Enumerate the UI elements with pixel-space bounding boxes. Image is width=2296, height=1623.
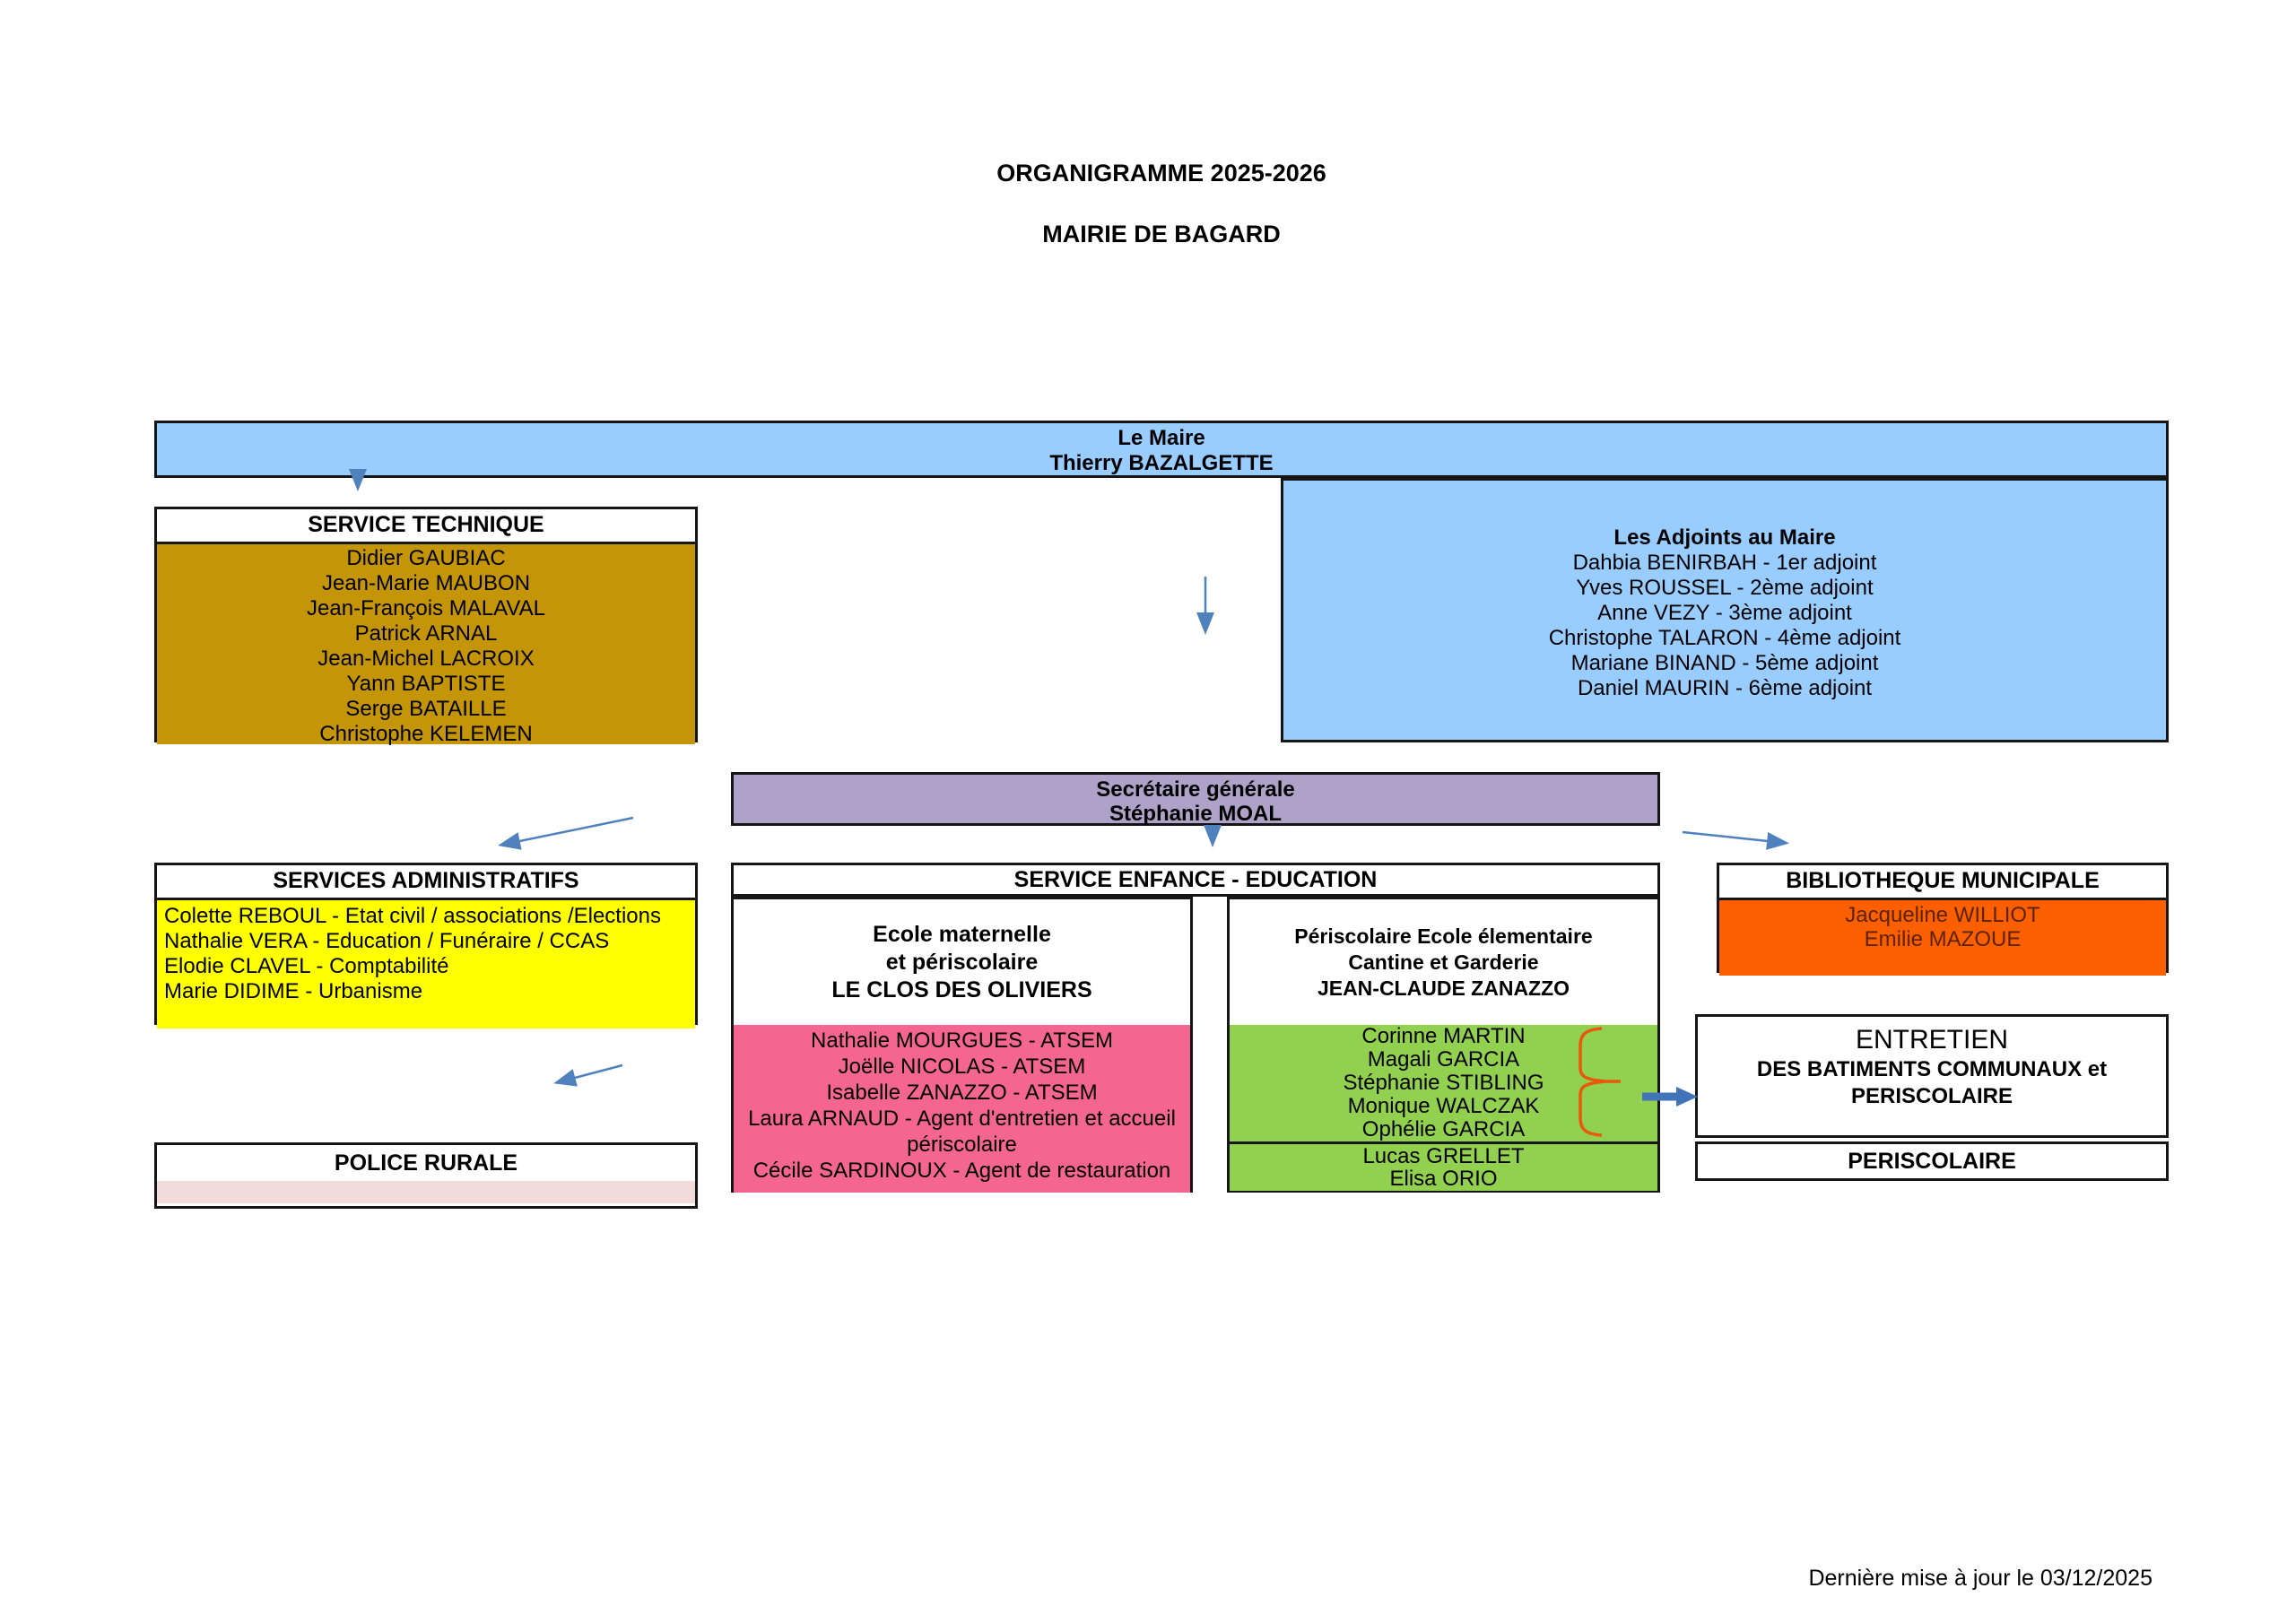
- adjoints-title: Les Adjoints au Maire: [1613, 525, 1836, 550]
- police-rurale-box: POLICE RURALE: [154, 1142, 698, 1209]
- member: Lucas GRELLET: [1362, 1144, 1525, 1168]
- member: Yves ROUSSEL - 2ème adjoint: [1576, 576, 1874, 600]
- heading-line: Ecole maternelle: [873, 921, 1051, 947]
- entretien-line1: ENTRETIEN: [1855, 1025, 2008, 1055]
- service-technique-members: Didier GAUBIAC Jean-Marie MAUBON Jean-Fr…: [157, 544, 695, 746]
- heading-line: JEAN-CLAUDE ZANAZZO: [1317, 976, 1570, 1000]
- entretien-box: ENTRETIEN DES BATIMENTS COMMUNAUX et PER…: [1695, 1014, 2169, 1138]
- secretaire-name: Stéphanie MOAL: [1109, 802, 1282, 826]
- entretien-line3: PERISCOLAIRE: [1850, 1084, 2013, 1108]
- diagonal-arrow-icon: [1682, 830, 1789, 850]
- page-subtitle: MAIRIE DE BAGARD: [1042, 221, 1281, 247]
- maire-box: Le Maire Thierry BAZALGETTE: [154, 421, 2169, 478]
- periscolaire-elementaire-box: Périscolaire Ecole élementaire Cantine e…: [1227, 897, 1660, 1193]
- member: Dahbia BENIRBAH - 1er adjoint: [1572, 551, 1877, 575]
- diagonal-arrow-icon: [498, 816, 634, 850]
- member: Jacqueline WILLIOT: [1845, 903, 2040, 927]
- police-rurale-title: POLICE RURALE: [334, 1150, 518, 1176]
- periscolaire-members: Corinne MARTIN Magali GARCIA Stéphanie S…: [1230, 1025, 1657, 1144]
- ecole-maternelle-box: Ecole maternelle et périscolaire LE CLOS…: [731, 897, 1193, 1193]
- bibliotheque-title: BIBLIOTHEQUE MUNICIPALE: [1719, 865, 2166, 900]
- member: Yann BAPTISTE: [346, 672, 506, 696]
- member: Daniel MAURIN - 6ème adjoint: [1577, 676, 1873, 700]
- police-rurale-strip: [157, 1181, 695, 1203]
- bibliotheque-box: BIBLIOTHEQUE MUNICIPALE Jacqueline WILLI…: [1717, 863, 2169, 976]
- periscolaire-secondary-box: PERISCOLAIRE: [1695, 1141, 2169, 1181]
- secretaire-box: Secrétaire générale Stéphanie MOAL: [731, 772, 1660, 826]
- service-technique-title: SERVICE TECHNIQUE: [157, 509, 695, 544]
- member: Nathalie VERA - Education / Funéraire / …: [164, 929, 610, 953]
- periscolaire-heading: Périscolaire Ecole élementaire Cantine e…: [1230, 899, 1657, 1025]
- member: Christophe TALARON - 4ème adjoint: [1548, 626, 1901, 650]
- member: Stéphanie STIBLING: [1343, 1071, 1544, 1095]
- secretaire-title: Secrétaire générale: [1096, 777, 1295, 802]
- diagonal-arrow-icon: [553, 1063, 623, 1087]
- maire-name: Thierry BAZALGETTE: [1049, 451, 1274, 475]
- member: Nathalie MOURGUES - ATSEM: [811, 1028, 1113, 1053]
- last-updated-text: Dernière mise à jour le 03/12/2025: [1808, 1566, 2152, 1591]
- member: Patrick ARNAL: [354, 621, 498, 646]
- service-enfance-header: SERVICE ENFANCE - EDUCATION: [731, 863, 1660, 897]
- member: Serge BATAILLE: [345, 697, 507, 721]
- ecole-maternelle-members: Nathalie MOURGUES - ATSEM Joëlle NICOLAS…: [734, 1025, 1190, 1193]
- member: Corinne MARTIN: [1361, 1024, 1526, 1048]
- member: Didier GAUBIAC: [346, 546, 506, 570]
- adjoints-box: Les Adjoints au Maire Dahbia BENIRBAH - …: [1281, 478, 2169, 742]
- member: Cécile SARDINOUX - Agent de restauration: [752, 1159, 1171, 1183]
- member: Magali GARCIA: [1367, 1047, 1520, 1072]
- member: Marie DIDIME - Urbanisme: [164, 979, 423, 1003]
- member: Christophe KELEMEN: [319, 722, 533, 746]
- member: Mariane BINAND - 5ème adjoint: [1570, 651, 1879, 675]
- periscolaire-members-secondary: Lucas GRELLET Elisa ORIO: [1230, 1144, 1657, 1191]
- services-administratifs-members: Colette REBOUL - Etat civil / associatio…: [157, 900, 695, 1028]
- member: Emilie MAZOUE: [1864, 927, 2022, 951]
- service-technique-box: SERVICE TECHNIQUE Didier GAUBIAC Jean-Ma…: [154, 507, 698, 746]
- member: Ophélie GARCIA: [1361, 1117, 1526, 1141]
- member: Laura ARNAUD - Agent d'entretien et accu…: [748, 1107, 1176, 1157]
- member: Jean-Marie MAUBON: [321, 571, 531, 595]
- heading-line: Cantine et Garderie: [1348, 950, 1539, 974]
- member: Jean-Michel LACROIX: [317, 647, 535, 671]
- services-administratifs-box: SERVICES ADMINISTRATIFS Colette REBOUL -…: [154, 863, 698, 1028]
- maire-title: Le Maire: [1118, 426, 1205, 450]
- member: Anne VEZY - 3ème adjoint: [1597, 601, 1852, 625]
- member: Elodie CLAVEL - Comptabilité: [164, 954, 449, 978]
- ecole-maternelle-heading: Ecole maternelle et périscolaire LE CLOS…: [734, 899, 1190, 1025]
- member: Colette REBOUL - Etat civil / associatio…: [164, 904, 661, 928]
- member: Isabelle ZANAZZO - ATSEM: [826, 1081, 1098, 1105]
- member: Monique WALCZAK: [1347, 1094, 1540, 1118]
- entretien-line2: DES BATIMENTS COMMUNAUX et: [1756, 1057, 2108, 1081]
- member: Jean-François MALAVAL: [307, 596, 545, 621]
- member: Joëlle NICOLAS - ATSEM: [838, 1055, 1086, 1079]
- page-title: ORGANIGRAMME 2025-2026: [996, 160, 1326, 187]
- heading-line: Périscolaire Ecole élementaire: [1294, 924, 1593, 948]
- heading-line: et périscolaire: [885, 949, 1039, 975]
- services-administratifs-title: SERVICES ADMINISTRATIFS: [157, 865, 695, 900]
- heading-line: LE CLOS DES OLIVIERS: [831, 976, 1092, 1002]
- member: Elisa ORIO: [1389, 1167, 1498, 1191]
- bibliotheque-members: Jacqueline WILLIOT Emilie MAZOUE: [1719, 900, 2166, 976]
